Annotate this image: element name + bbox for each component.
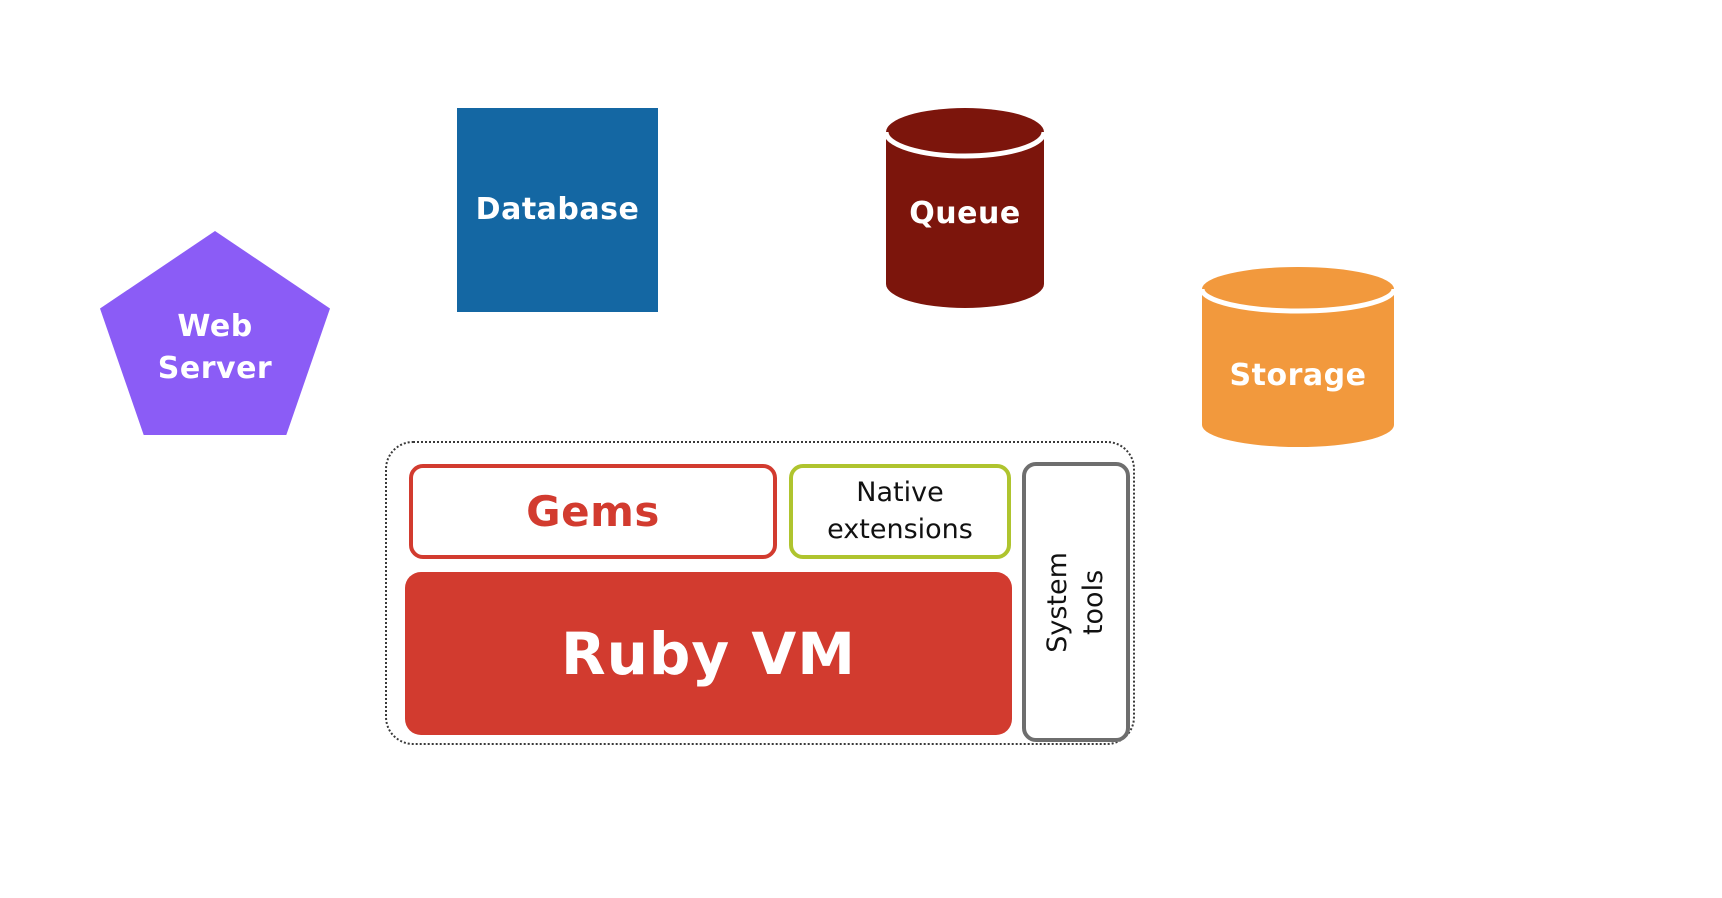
storage-cylinder-icon <box>1200 267 1396 447</box>
queue-cylinder-seam <box>884 131 1046 159</box>
storage-label-layer: Storage <box>1200 264 1396 450</box>
ruby-group-container: Gems Native extensions Ruby VM System to… <box>385 441 1135 745</box>
database-label: Database <box>475 192 640 227</box>
gems-node: Gems <box>409 464 777 559</box>
storage-cylinder-body <box>1202 267 1394 447</box>
system-tools-node: System tools <box>1022 462 1130 742</box>
native-extensions-label: Native extensions <box>827 477 973 545</box>
storage-cylinder-seam <box>1200 288 1396 314</box>
storage-node: Storage <box>1200 264 1396 450</box>
web-server-label: Web Server <box>157 309 273 386</box>
web-server-label-layer: Web Server <box>100 231 330 435</box>
database-node: Database <box>457 108 658 312</box>
queue-label-layer: Queue <box>884 105 1046 311</box>
native-extensions-node: Native extensions <box>789 464 1011 559</box>
web-server-node: Web Server <box>100 231 330 435</box>
system-tools-label: System tools <box>1041 551 1109 653</box>
queue-cylinder-body <box>886 108 1044 308</box>
gems-label: Gems <box>526 487 660 536</box>
queue-label: Queue <box>909 196 1021 231</box>
ruby-vm-node: Ruby VM <box>405 572 1012 735</box>
queue-cylinder-icon <box>884 108 1046 308</box>
ruby-vm-label: Ruby VM <box>560 619 857 688</box>
storage-label: Storage <box>1229 358 1367 393</box>
queue-node: Queue <box>884 105 1046 311</box>
